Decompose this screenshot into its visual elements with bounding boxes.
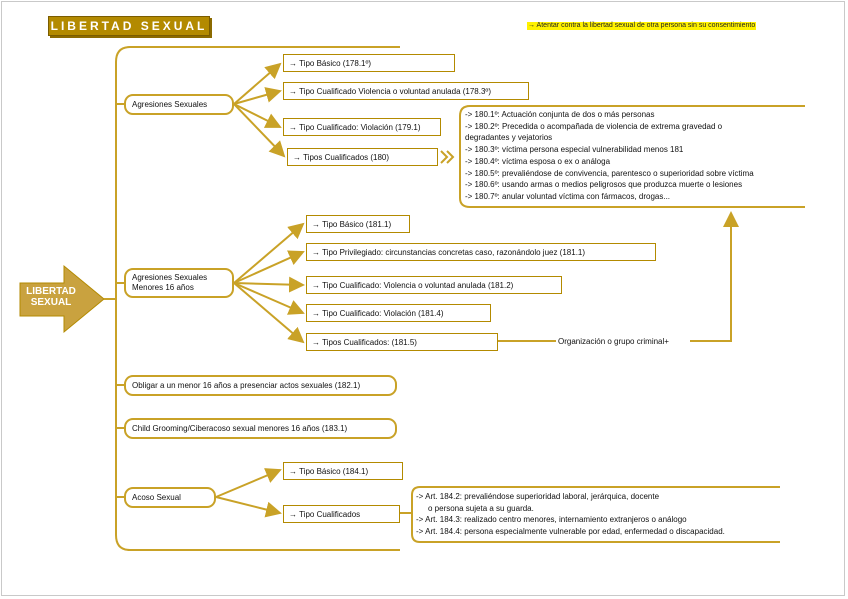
definition-note: → Atentar contra la libertad sexual de o…: [527, 22, 757, 30]
agresiones-sexuales-node[interactable]: Agresiones Sexuales: [124, 94, 234, 115]
obligar-presenciar-node[interactable]: Obligar a un menor 16 años a presenciar …: [124, 375, 397, 396]
agresiones-menores-label-line2: Menores 16 años: [132, 283, 194, 292]
organizacion-criminal-label: Organización o grupo criminal+: [558, 337, 669, 346]
agresiones-tipo-basico[interactable]: → Tipo Básico (178.1º): [283, 54, 455, 72]
agresiones-menores-label-line1: Agresiones Sexuales: [132, 273, 208, 282]
acoso-tipo-cualificados[interactable]: → Tipo Cualificados: [283, 505, 400, 523]
menores-tipos-cualificados[interactable]: → Tipos Cualificados: (181.5): [306, 333, 498, 351]
agresiones-sexuales-label: Agresiones Sexuales: [132, 100, 208, 109]
menores-tipo-basico[interactable]: → Tipo Básico (181.1): [306, 215, 410, 233]
agresiones-menores-node[interactable]: Agresiones Sexuales Menores 16 años: [124, 268, 234, 298]
main-arrow-shape: [19, 264, 105, 334]
agresiones-tipo-cualificado-violencia[interactable]: → Tipo Cualificado Violencia o voluntad …: [283, 82, 529, 100]
page-title: LIBERTAD SEXUAL: [48, 16, 210, 36]
acoso-tipo-basico[interactable]: → Tipo Básico (184.1): [283, 462, 403, 480]
acoso-sexual-node[interactable]: Acoso Sexual: [124, 487, 216, 508]
child-grooming-node[interactable]: Child Grooming/Ciberacoso sexual menores…: [124, 418, 397, 439]
main-arrow-label: LIBERTAD SEXUAL: [26, 286, 76, 308]
menores-tipo-privilegiado[interactable]: → Tipo Privilegiado: circunstancias conc…: [306, 243, 656, 261]
agresiones-cualificados-notes: -> 180.1º: Actuación conjunta de dos o m…: [465, 110, 754, 201]
menores-tipo-cualificado-violencia[interactable]: → Tipo Cualificado: Violencia o voluntad…: [306, 276, 562, 294]
acoso-cualificados-notes: -> Art. 184.2: prevaliéndose superiorida…: [416, 492, 725, 537]
agresiones-tipo-cualificado-violacion[interactable]: → Tipo Cualificado: Violación (179.1): [283, 118, 441, 136]
menores-tipo-cualificado-violacion[interactable]: → Tipo Cualificado: Violación (181.4): [306, 304, 491, 322]
agresiones-tipos-cualificados[interactable]: → Tipos Cualificados (180): [287, 148, 438, 166]
acoso-sexual-label: Acoso Sexual: [132, 493, 181, 502]
